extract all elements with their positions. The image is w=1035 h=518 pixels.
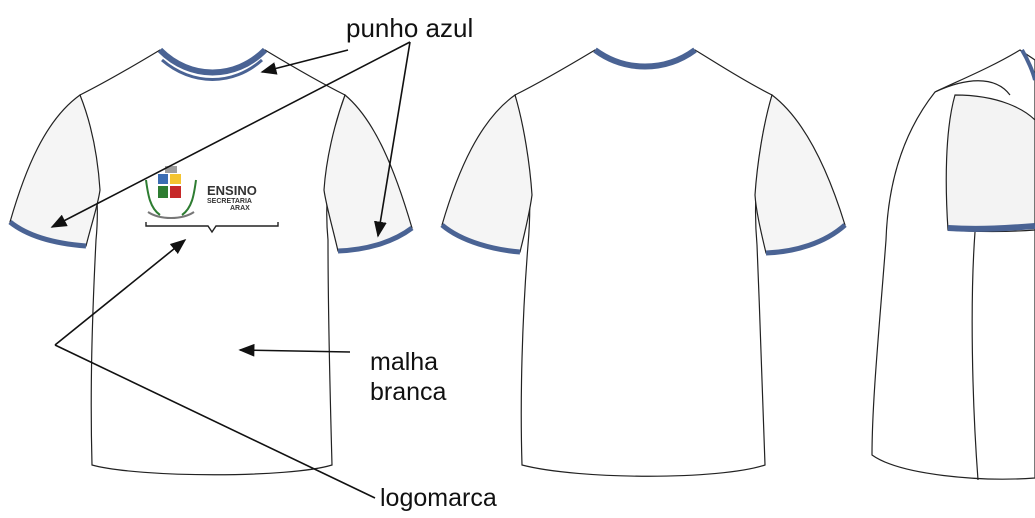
arrow-to-left-cuff bbox=[50, 41, 411, 228]
front-collar bbox=[157, 47, 268, 76]
back-collar bbox=[593, 47, 697, 70]
arrow-to-fabric bbox=[238, 343, 351, 357]
logo-subtitle-line1: SECRETARIA bbox=[207, 198, 252, 205]
back-left-cuff bbox=[440, 223, 521, 255]
side-sleeve bbox=[945, 94, 1035, 233]
side-cuff bbox=[947, 223, 1035, 232]
fabric-label-line2: branca bbox=[370, 378, 447, 406]
back-body bbox=[514, 49, 773, 477]
arrow-to-logo bbox=[54, 238, 187, 346]
shirt-front bbox=[8, 47, 414, 476]
shirt-side bbox=[871, 48, 1035, 481]
logo-title: ENSINO bbox=[207, 183, 257, 198]
side-seam bbox=[934, 80, 1011, 481]
cuff-label: punho azul bbox=[346, 13, 474, 43]
logo-label: logomarca bbox=[380, 484, 497, 512]
chest-logo: ENSINO SECRETARIA ARAX bbox=[145, 166, 279, 234]
logo-bracket bbox=[145, 222, 279, 234]
back-right-sleeve bbox=[754, 93, 846, 254]
arrow-to-right-cuff bbox=[374, 41, 411, 238]
shirt-back bbox=[440, 47, 847, 477]
logo-subtitle-line2: ARAX bbox=[230, 205, 250, 212]
front-right-cuff bbox=[337, 225, 414, 254]
front-body bbox=[79, 49, 346, 476]
back-left-sleeve bbox=[441, 94, 533, 253]
side-collar bbox=[1020, 48, 1035, 81]
arrow-to-collar bbox=[260, 49, 349, 75]
coat-of-arms-icon bbox=[145, 166, 197, 219]
back-right-cuff bbox=[765, 223, 847, 256]
annotation-arrows bbox=[50, 41, 411, 499]
logo-leader-line bbox=[54, 344, 376, 499]
front-right-sleeve bbox=[323, 93, 413, 252]
fabric-label-line1: malha bbox=[370, 348, 439, 376]
front-left-sleeve bbox=[9, 94, 101, 247]
front-left-cuff bbox=[8, 220, 87, 249]
